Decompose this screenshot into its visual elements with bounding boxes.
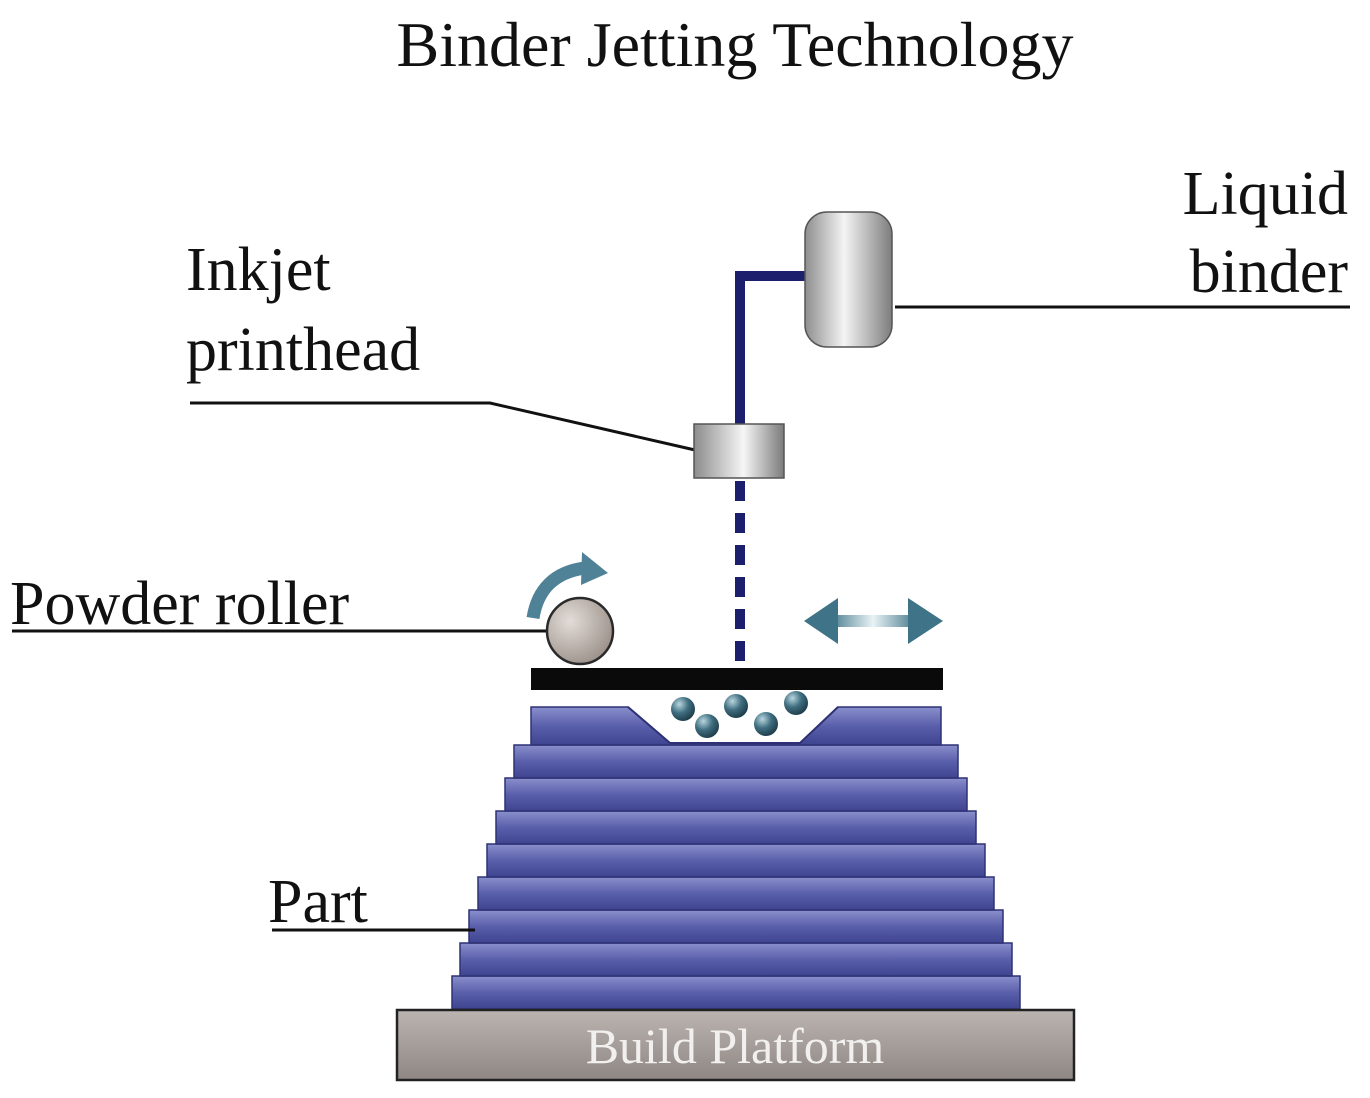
powder-particle	[695, 714, 719, 738]
printhead-label-line2: printhead	[186, 316, 420, 384]
part-layer	[459, 942, 1013, 977]
part-layer	[477, 876, 995, 911]
powder-roller	[545, 596, 615, 666]
binder-feed-line	[735, 271, 808, 425]
part-layer	[504, 777, 968, 812]
part-layers	[451, 706, 1021, 1010]
diagram-title: Binder Jetting Technology	[397, 9, 1074, 80]
powder-particle	[724, 694, 748, 718]
horizontal-motion-arrow-icon	[804, 598, 943, 644]
powder-particle	[754, 712, 778, 736]
build-platform	[395, 1008, 1076, 1082]
part-layer	[513, 744, 959, 779]
liquid-binder-label-line2: binder	[1190, 238, 1349, 306]
roller-rotation-arrowhead-icon	[581, 552, 608, 585]
binder-particles	[671, 691, 808, 738]
part-layer	[451, 975, 1021, 1010]
powder-roller-label: Powder roller	[10, 570, 350, 638]
part-layer	[495, 810, 977, 845]
part-label: Part	[268, 868, 368, 936]
part-layer	[486, 843, 986, 878]
part-layer	[468, 909, 1004, 944]
build-platform-label: Build Platform	[586, 1018, 885, 1074]
liquid-binder-label-line1: Liquid	[1183, 160, 1348, 228]
inkjet-printhead	[693, 423, 785, 479]
roller-rotation-arrow-icon	[526, 561, 587, 620]
printhead-leader-line	[190, 401, 696, 452]
printhead-label-line1: Inkjet	[186, 236, 331, 304]
binder-reservoir	[804, 211, 893, 348]
recoater-blade	[531, 668, 943, 690]
powder-particle	[671, 697, 695, 721]
powder-particle	[784, 691, 808, 715]
